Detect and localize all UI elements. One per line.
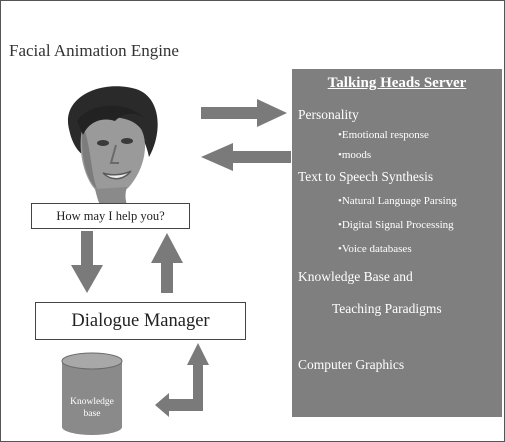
knowledge-base-label: Knowledge base xyxy=(63,396,121,420)
arrow-engine-to-dialogue xyxy=(71,231,103,293)
face-speech-caption: How may I help you? xyxy=(31,203,190,229)
animated-face-image xyxy=(31,77,190,227)
server-digital-signal-processing: •Digital Signal Processing xyxy=(338,219,454,231)
server-computer-graphics: Computer Graphics xyxy=(298,357,405,372)
arrow-server-to-engine xyxy=(201,143,291,171)
knowledge-base-label-line2: base xyxy=(83,409,101,419)
server-personality: Personality xyxy=(298,107,359,122)
arrow-dialogue-to-engine xyxy=(151,233,183,293)
talking-heads-server-panel: Talking Heads Server Personality •Emotio… xyxy=(292,69,502,417)
knowledge-base-label-line1: Knowledge xyxy=(70,397,114,407)
server-text-to-speech: Text to Speech Synthesis xyxy=(298,169,434,184)
server-knowledge-base: Knowledge Base and xyxy=(298,269,413,284)
knowledge-base-cylinder xyxy=(61,352,123,435)
face-illustration xyxy=(67,86,158,205)
server-teaching-paradigms: Teaching Paradigms xyxy=(332,301,442,316)
arrow-knowledge-dialogue xyxy=(155,343,209,417)
facial-animation-engine-title: Facial Animation Engine xyxy=(9,41,179,60)
dialogue-manager-box: Dialogue Manager xyxy=(35,302,246,340)
server-emotional-response: •Emotional response xyxy=(338,129,429,141)
server-voice-databases: •Voice databases xyxy=(338,243,412,255)
arrow-engine-to-server xyxy=(201,99,287,127)
server-title: Talking Heads Server xyxy=(327,75,467,91)
server-natural-language-parsing: •Natural Language Parsing xyxy=(338,195,457,207)
server-moods: •moods xyxy=(338,149,372,161)
